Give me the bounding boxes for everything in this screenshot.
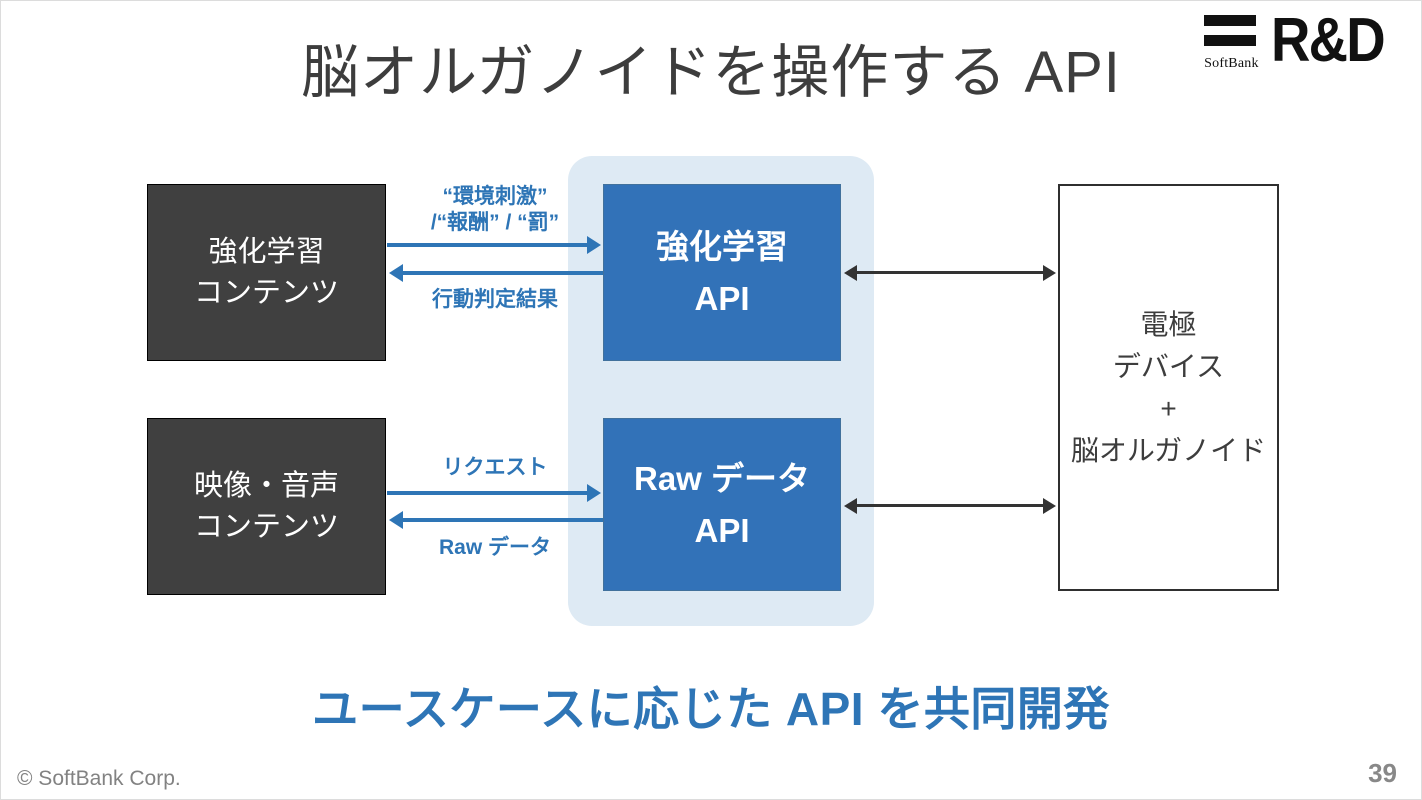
api-box-label: API <box>694 279 750 317</box>
softbank-logo: SoftBank <box>1204 13 1259 72</box>
source-box-label: コンテンツ <box>193 510 339 543</box>
raw-data-arrow <box>389 511 603 529</box>
raw-request-label: リクエスト <box>442 456 548 479</box>
rl-device-arrow <box>844 264 1056 281</box>
source-box-video-audio: 映像・音声 コンテンツ <box>147 418 386 595</box>
softbank-bars-icon <box>1204 15 1257 46</box>
raw-device-arrow <box>844 497 1056 514</box>
copyright: © SoftBank Corp. <box>17 767 181 790</box>
page-number: 39 <box>1368 758 1397 788</box>
api-box-label: 強化学習 <box>656 228 788 266</box>
source-box-reinforcement-learning: 強化学習 コンテンツ <box>147 184 386 361</box>
tagline: ユースケースに応じた API を共同開発 <box>312 683 1110 735</box>
api-box-label: Raw データ <box>633 460 811 498</box>
api-box-label: API <box>694 511 750 549</box>
source-box-label: 映像・音声 <box>193 470 339 503</box>
rl-request-label: “環境刺激” /“報酬” / “罰” <box>430 185 560 235</box>
device-box-label: デバイス <box>1112 350 1225 382</box>
raw-request-arrow <box>387 484 601 502</box>
device-box: 電極 デバイス + 脳オルガノイド <box>1058 184 1279 591</box>
softbank-wordmark: SoftBank <box>1204 56 1259 71</box>
softbank-rd-logo: SoftBank R&D <box>1204 6 1399 75</box>
device-box-label: 脳オルガノイド <box>1070 434 1267 466</box>
rl-response-label: 行動判定結果 <box>432 288 558 311</box>
device-box-label: + <box>1160 392 1177 424</box>
source-box-label: コンテンツ <box>193 276 339 309</box>
rl-stimulus-arrow <box>387 236 601 254</box>
rd-wordmark: R&D <box>1270 6 1386 75</box>
raw-response-label: Raw データ <box>438 536 551 559</box>
page-title: 脳オルガノイドを操作する API <box>301 40 1121 105</box>
rl-result-arrow <box>389 264 603 282</box>
device-box-label: 電極 <box>1140 308 1197 340</box>
api-box-reinforcement-learning: 強化学習 API <box>603 184 841 361</box>
api-box-raw-data: Raw データ API <box>603 418 841 591</box>
source-box-label: 強化学習 <box>208 236 325 269</box>
